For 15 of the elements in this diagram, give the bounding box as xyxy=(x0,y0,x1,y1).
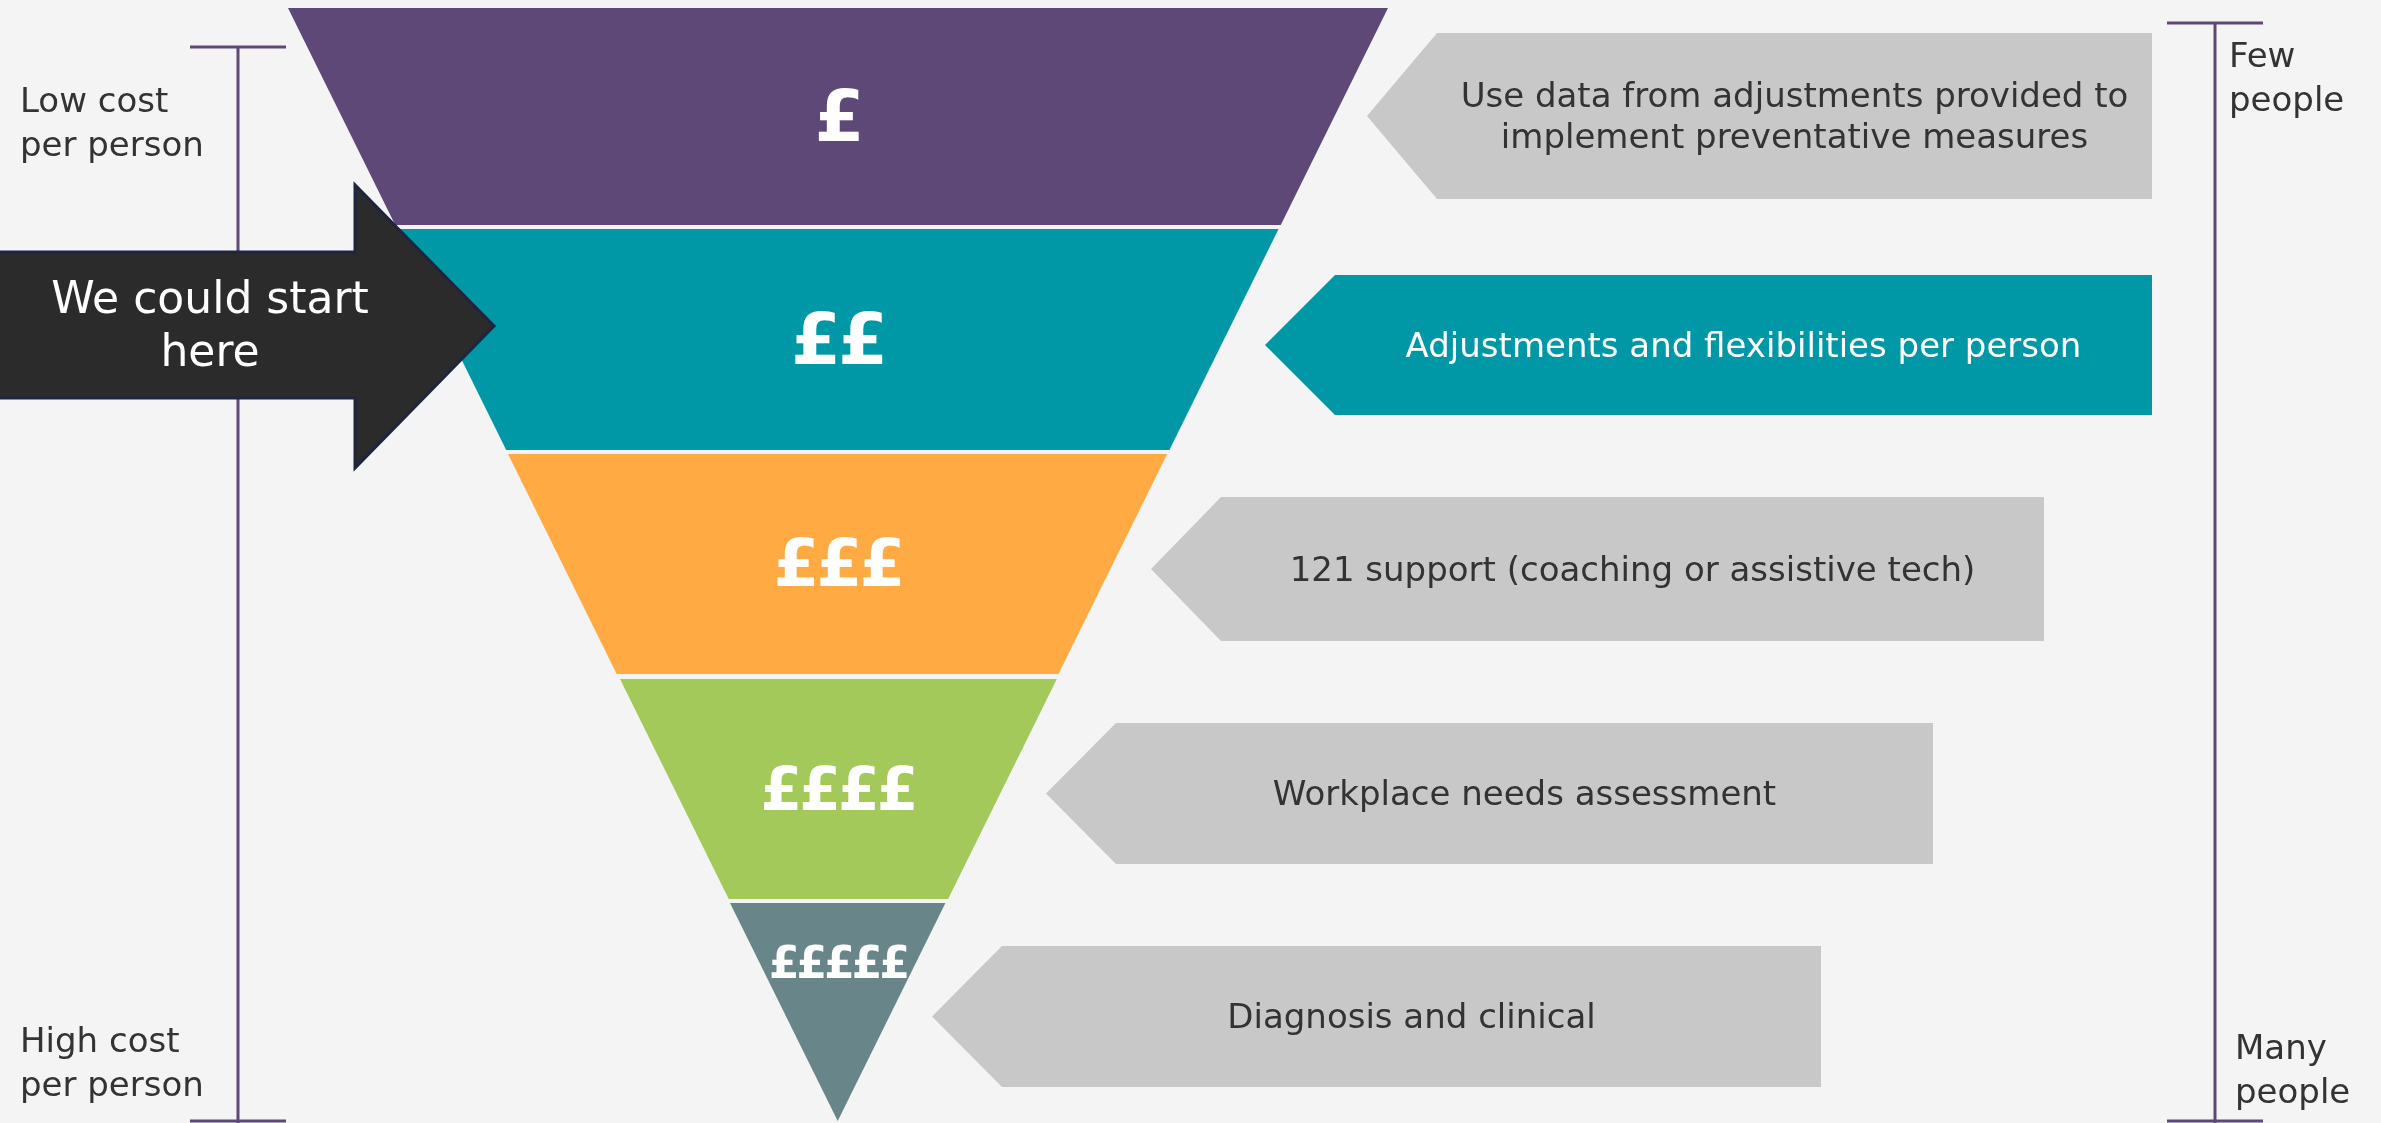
people-label: Many people xyxy=(2235,1026,2352,1114)
cost-label: Low cost per person xyxy=(20,79,205,167)
cost-symbol: ££ xyxy=(790,296,886,383)
cost-symbol: £££ xyxy=(773,524,903,604)
cost-symbol: £ xyxy=(814,73,862,160)
people-label: Few people xyxy=(2229,34,2346,122)
callout-text: Adjustments and flexibilities per person xyxy=(1405,324,2082,366)
cost-label: High cost per person xyxy=(20,1019,205,1107)
arrow-text: We could start here xyxy=(50,272,370,378)
callout-text: 121 support (coaching or assistive tech) xyxy=(1289,548,1976,590)
callout-text: Use data from adjustments provided to implement preventative measures xyxy=(1459,75,2130,157)
cost-symbol: ££££ xyxy=(760,753,916,825)
callout-text: Diagnosis and clinical xyxy=(1227,996,1596,1037)
callout-text: Workplace needs assessment xyxy=(1272,773,1777,814)
cost-symbol: £££££ xyxy=(768,936,908,990)
